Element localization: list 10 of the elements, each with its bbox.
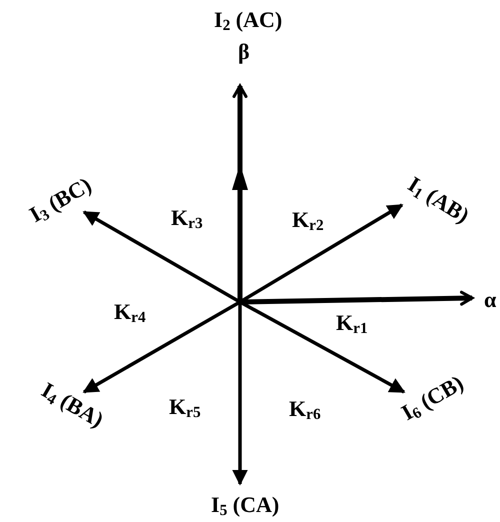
- axis-label: α: [484, 289, 496, 311]
- sector-label: K$_{r2}$: [292, 209, 324, 231]
- axis-label: β: [238, 41, 250, 63]
- sector-label: K$_{r3}$: [171, 207, 203, 229]
- sector-label: K$_{r5}$: [169, 396, 201, 418]
- vector-label: I$_{5}$ (CA): [211, 494, 280, 516]
- sector-label: K$_{r1}$: [336, 312, 368, 334]
- sector-label: K$_{r4}$: [114, 301, 146, 323]
- sector-label: K$_{r6}$: [289, 398, 321, 420]
- vector-label: I$_{2}$ (AC): [214, 9, 282, 31]
